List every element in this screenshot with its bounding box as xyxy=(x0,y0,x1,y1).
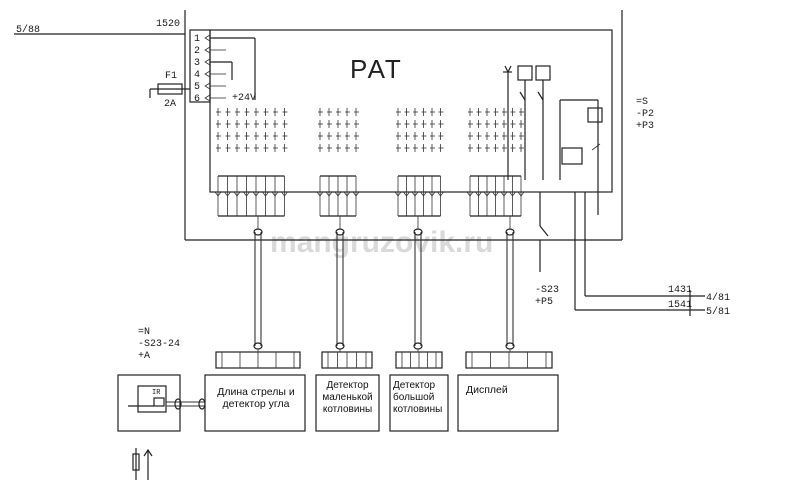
terminal-arrow-icon xyxy=(204,34,211,42)
module-label-boom: Длина стрелы и детектор угла xyxy=(217,386,295,410)
terminal-block xyxy=(189,29,211,103)
module-box-small xyxy=(315,374,380,432)
right-code-2: -P2 xyxy=(636,109,654,120)
switch-contact-1 xyxy=(519,91,526,101)
relay-coil-2 xyxy=(535,65,551,81)
sensor-body xyxy=(137,385,167,413)
terminal-number: 4 xyxy=(194,70,200,81)
watermark: mangruzovik.ru xyxy=(270,226,493,259)
indicator-arrow-icon xyxy=(591,143,601,151)
pat-unit: РАТ xyxy=(209,10,623,240)
sensor-cable xyxy=(166,401,205,407)
module-label-boom-wrap: Длина стрелы и детектор угла xyxy=(217,386,295,410)
left-code-3: +A xyxy=(138,351,150,362)
module-boxes: Длина стрелы и детектор угла Детектор ма… xyxy=(204,374,559,432)
sensor-cable-ring-2 xyxy=(198,398,206,410)
pat-title: РАТ xyxy=(350,54,403,84)
module-box-display xyxy=(457,374,559,432)
wire-dest-2: 5/81 xyxy=(706,306,730,318)
connector-groups xyxy=(214,108,525,217)
ground-probe-icon xyxy=(132,448,153,480)
module-label-small: Детектор маленькой котловины xyxy=(322,380,373,415)
wire-num-2: 1541 xyxy=(668,300,692,311)
switch-contact-2 xyxy=(537,91,544,101)
switch-code-2: +P5 xyxy=(535,297,553,308)
terminal-number: 3 xyxy=(194,58,200,69)
supply-label: +24V xyxy=(232,93,256,104)
wire-dest-1: 4/81 xyxy=(706,292,730,304)
sensor-cable-ring-1 xyxy=(174,398,182,410)
switch-blade xyxy=(539,225,549,237)
terminal-arrow-icon xyxy=(204,82,211,90)
fuse-rating: 2A xyxy=(164,99,176,110)
terminal-arrow-icon xyxy=(204,58,211,66)
terminal-number: 5 xyxy=(194,82,200,93)
terminal-arrow-icon xyxy=(204,94,211,102)
module-label-large: Детектор большой котловины xyxy=(393,380,443,415)
sensor-tag: IR xyxy=(152,389,161,397)
switch-s23: -S23 +P5 xyxy=(535,192,559,308)
relay-coil-1 xyxy=(517,65,533,81)
module-label-display: Дисплей xyxy=(466,384,508,396)
terminal-number: 6 xyxy=(194,94,200,105)
left-code-1: =N xyxy=(138,327,150,338)
sensor-element xyxy=(153,397,165,407)
wire-ref-top-left: 5/88 xyxy=(16,24,40,36)
terminal-number: 2 xyxy=(194,46,200,57)
relay-box xyxy=(587,107,603,123)
relay-circuit xyxy=(503,65,603,215)
wire-ref-top: 1520 xyxy=(156,19,180,30)
right-code-3: +P3 xyxy=(636,121,654,132)
wire-num-1: 1431 xyxy=(668,285,692,296)
sensor-enclosure xyxy=(117,374,181,432)
right-code-1: =S xyxy=(636,97,648,108)
left-code-2: -S23-24 xyxy=(138,339,180,350)
antenna-icon xyxy=(504,65,512,74)
module-label-display-wrap: Дисплей xyxy=(466,384,508,396)
switch-code-1: -S23 xyxy=(535,285,559,296)
module-box-large xyxy=(389,374,449,432)
cables xyxy=(215,216,553,369)
fuse-name: F1 xyxy=(165,71,177,82)
fuse-f1: F1 2A xyxy=(149,71,190,110)
pat-enclosure xyxy=(209,29,613,193)
terminal-arrow-icon xyxy=(204,70,211,78)
module-label-large-wrap: Детектор большой котловины xyxy=(393,380,443,415)
angle-sensor: IR xyxy=(117,374,206,432)
indicator-box xyxy=(561,147,583,165)
outgoing-wires: 1431 4/81 1541 5/81 xyxy=(574,192,730,318)
terminal-number: 1 xyxy=(194,34,200,45)
module-label-small-wrap: Детектор маленькой котловины xyxy=(322,380,373,415)
terminal-arrow-icon xyxy=(204,46,211,54)
probe-arrow xyxy=(143,448,153,457)
